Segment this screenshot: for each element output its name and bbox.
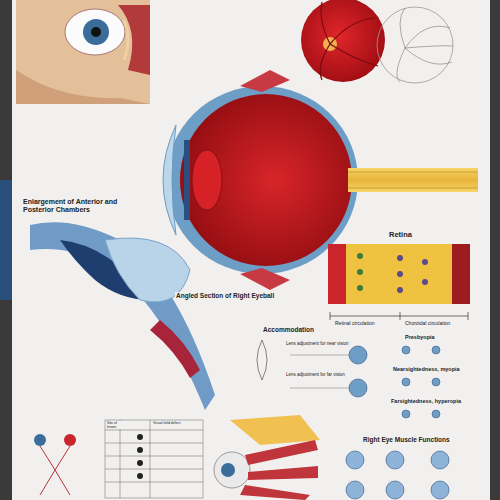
section-heading: Angled Section of Right Eyeball xyxy=(175,292,275,299)
section-heading: Enlargement of Anterior and Posterior Ch… xyxy=(22,198,134,214)
part-label: Lens adjustment for far vision xyxy=(285,372,346,377)
part-label: Lens adjustment for near vision xyxy=(285,341,350,346)
section-heading: Accommodation xyxy=(262,326,315,333)
table-header: Site of lesion xyxy=(106,421,122,429)
condition-label: Nearsightedness, myopia xyxy=(392,366,461,372)
condition-label: Presbyopia xyxy=(404,334,436,340)
bracket-label: Retinal circulation xyxy=(334,321,375,327)
condition-label: Farsightedness, hyperopia xyxy=(390,398,462,404)
table-header: Visual field defect xyxy=(152,421,181,425)
section-heading: Right Eye Muscle Functions xyxy=(362,436,451,443)
bracket-label: Choroidal circulation xyxy=(404,321,451,327)
section-heading: Retina xyxy=(388,231,413,240)
